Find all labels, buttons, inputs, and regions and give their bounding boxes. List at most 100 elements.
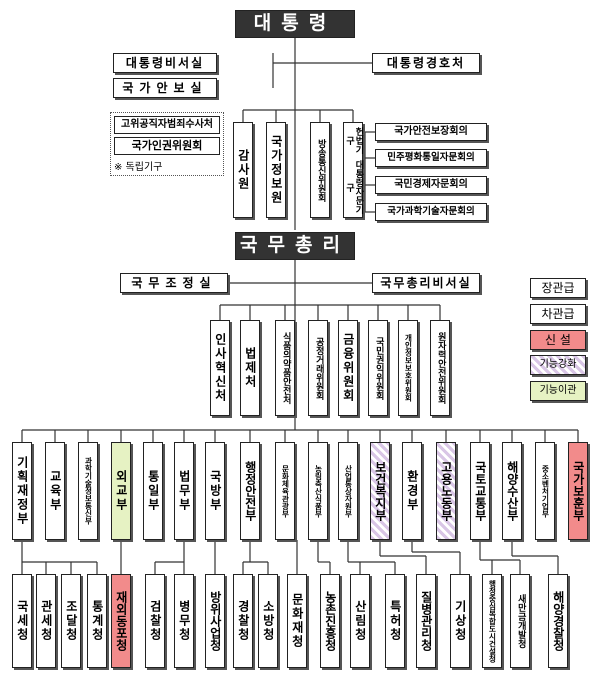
agency-label: 병무청 xyxy=(177,600,192,642)
ftc-label: 공정거래위원회 xyxy=(313,336,324,400)
fsc-box: 금융위원회 xyxy=(338,320,358,416)
agency-pps: 조달청 xyxy=(61,574,81,668)
nsc-box: 국가안전보장회의 xyxy=(375,123,487,141)
prime-minister-box: 국무총리 xyxy=(235,232,355,260)
legend-new-label: 신 설 xyxy=(545,332,571,347)
ministry-label: 기획재정부 xyxy=(15,456,30,526)
nssc-label: 원자력안전위원회 xyxy=(435,332,446,404)
ministry-label: 통일부 xyxy=(146,470,161,512)
agency-label: 통계청 xyxy=(90,600,105,642)
kcc-box: 방송통신위원회 xyxy=(310,122,330,218)
ministry-label: 행정안전부 xyxy=(243,461,258,521)
legend-vice-label: 차관급 xyxy=(541,306,575,321)
pacst-box: 국가과학기술자문회의 xyxy=(375,203,487,221)
ministry-mof: 해양수산부 xyxy=(502,442,522,540)
cio-label: 고위공직자범죄수사처 xyxy=(121,118,213,130)
nis-box: 국가정보원 xyxy=(266,122,286,218)
agency-label: 소방청 xyxy=(261,600,276,642)
ministry-molit: 국토교통부 xyxy=(470,442,490,540)
pm-secretariat-label: 국무총리비서실 xyxy=(380,275,472,290)
advisory-group-box: 헌법기구 대통령자문기구 xyxy=(343,122,363,218)
constitutional-body-label: 헌법기구 xyxy=(344,126,364,154)
ministry-mou: 통일부 xyxy=(143,442,163,540)
legend-transferred: 기능이관 xyxy=(530,381,586,401)
agency-kdca: 질병관리청 xyxy=(416,574,436,668)
opc-box: 국무조정실 xyxy=(120,273,228,293)
ministry-label: 국가보훈부 xyxy=(571,461,586,521)
ministry-label: 법무부 xyxy=(177,470,192,512)
agency-label: 방위사업청 xyxy=(208,591,223,651)
legend-vice: 차관급 xyxy=(530,304,586,324)
security-office-box: 국가안보실 xyxy=(113,78,217,98)
agency-naacc: 행정중심복합도시건설청 xyxy=(482,574,502,668)
chief-secretary-box: 대통령비서실 xyxy=(113,53,217,73)
agency-label: 조달청 xyxy=(64,600,79,642)
ministry-moe: 교육부 xyxy=(45,442,65,540)
mpm-label: 인사혁신처 xyxy=(213,333,228,403)
agency-kfs: 산림청 xyxy=(350,574,370,668)
ministry-moef: 기획재정부 xyxy=(12,442,32,540)
legend-strengthened-label: 기능강화 xyxy=(539,358,577,370)
puac-label: 민주평화통일자문회의 xyxy=(387,152,475,164)
fsc-label: 금융위원회 xyxy=(341,333,356,403)
agency-rda: 농촌진흥청 xyxy=(320,574,340,668)
president-label: 대통령 xyxy=(253,12,337,35)
agency-spo: 검찰청 xyxy=(145,574,165,668)
ministry-label: 환경부 xyxy=(405,470,420,512)
security-service-box: 대통령경호처 xyxy=(372,53,480,73)
ministry-mss: 중소벤처기업부 xyxy=(535,442,555,540)
ministry-motie: 산업통상자원부 xyxy=(338,442,358,540)
acrc-box: 국민권익위원회 xyxy=(368,320,388,416)
agency-kostat: 통계청 xyxy=(87,574,107,668)
agency-label: 검찰청 xyxy=(148,600,163,642)
neac-label: 국민경제자문회의 xyxy=(394,178,468,190)
chief-secretary-label: 대통령비서실 xyxy=(125,55,205,70)
mfds-box: 식품의약품안전처 xyxy=(275,320,295,416)
ministry-mois: 행정안전부 xyxy=(240,442,260,540)
agency-label: 산림청 xyxy=(353,600,368,642)
ministry-mnd: 국방부 xyxy=(205,442,225,540)
agency-label: 행정중심복합도시건설청 xyxy=(487,579,497,663)
security-office-label: 국가안보실 xyxy=(122,80,208,95)
agency-label: 재외동포청 xyxy=(114,591,129,651)
agency-label: 기상청 xyxy=(453,600,468,642)
advisory-body-label: 대통령자문기구 xyxy=(344,160,364,215)
agency-label: 특허청 xyxy=(388,600,403,642)
agency-kipo: 특허청 xyxy=(385,574,405,668)
ministry-mpva: 국가보훈부 xyxy=(568,442,588,540)
ministry-label: 해양수산부 xyxy=(505,461,520,521)
agency-cha: 문화재청 xyxy=(287,574,307,668)
agency-nfa: 소방청 xyxy=(258,574,278,668)
legend-strengthened: 기능강화 xyxy=(530,355,586,375)
ministry-mafra: 농림축산식품부 xyxy=(308,442,328,540)
agency-dapa: 방위사업청 xyxy=(205,574,225,668)
prime-minister-label: 국무총리 xyxy=(240,234,350,257)
agency-kma: 기상청 xyxy=(450,574,470,668)
ministry-msit: 과학기술정보통신부 xyxy=(78,442,98,540)
mpm-box: 인사혁신처 xyxy=(210,320,230,416)
legend-minister-label: 장관급 xyxy=(541,280,575,295)
ministry-label: 보건복지부 xyxy=(373,461,388,521)
agency-label: 문화재청 xyxy=(290,593,305,649)
pm-secretariat-box: 국무총리비서실 xyxy=(372,273,480,293)
agency-kcs: 관세청 xyxy=(36,574,56,668)
ftc-box: 공정거래위원회 xyxy=(308,320,328,416)
neac-box: 국민경제자문회의 xyxy=(375,176,487,194)
legend-new: 신 설 xyxy=(530,330,586,350)
nsc-label: 국가안전보장회의 xyxy=(394,125,468,137)
moleg-label: 법제처 xyxy=(243,347,258,389)
ministry-label: 농림축산식품부 xyxy=(313,464,323,518)
ministry-moel: 고용노동부 xyxy=(436,442,456,540)
agency-knpa: 경찰청 xyxy=(233,574,253,668)
agency-nts: 국세청 xyxy=(12,574,32,668)
puac-box: 민주평화통일자문회의 xyxy=(375,149,487,167)
agency-kcg: 해양경찰청 xyxy=(548,574,568,668)
ministry-mofa: 외교부 xyxy=(111,442,131,540)
cio-box: 고위공직자범죄수사처 xyxy=(114,116,220,134)
pipc-box: 개인정보보호위원회 xyxy=(398,320,418,416)
ministry-label: 국방부 xyxy=(208,470,223,512)
acrc-label: 국민권익위원회 xyxy=(373,336,384,400)
agency-label: 국세청 xyxy=(15,600,30,642)
agency-label: 관세청 xyxy=(39,600,54,642)
